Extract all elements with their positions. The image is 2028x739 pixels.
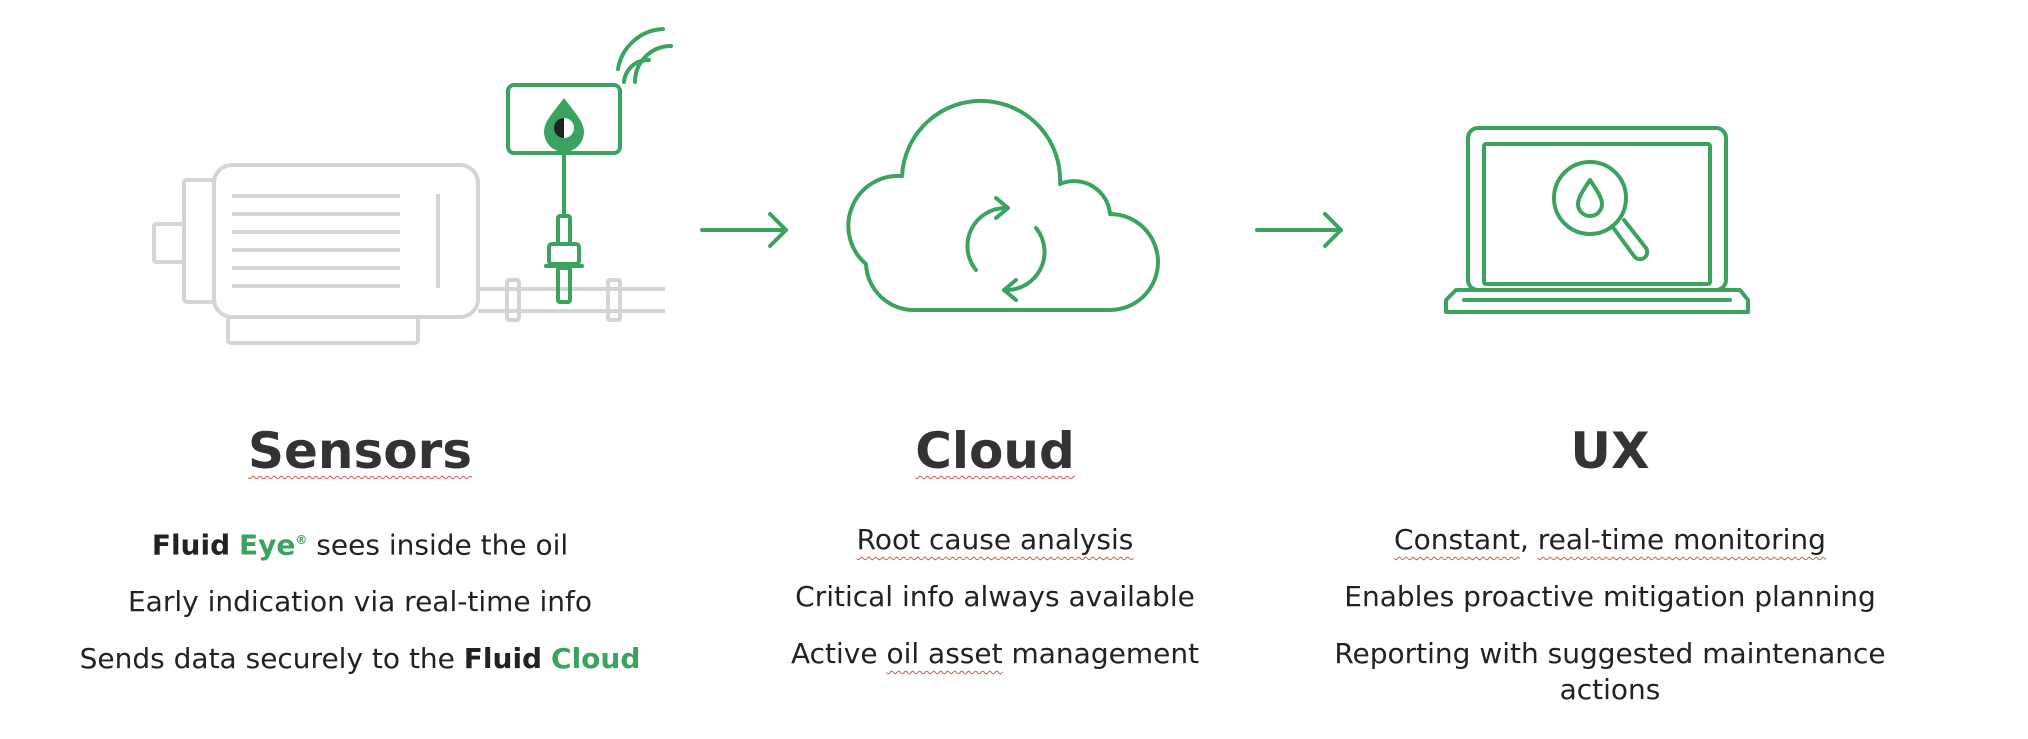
arrow-right-icon	[1255, 212, 1343, 248]
stage-line: Active oil asset management	[790, 637, 1200, 670]
fluid-eye-sensor-icon	[506, 27, 673, 304]
stage-line: Fluid Eye® sees inside the oil	[151, 528, 569, 562]
stage-line: Root cause analysis	[856, 523, 1134, 556]
arrow-right-icon	[700, 212, 788, 248]
laptop-search-icon	[1444, 126, 1750, 314]
cloud-sync-icon	[846, 98, 1160, 313]
stage-line: Enables proactive mitigation planning	[1344, 580, 1876, 613]
stage-title: Cloud	[915, 422, 1075, 480]
stage-title: UX	[1570, 422, 1650, 480]
motor-sensor-icon	[152, 163, 665, 345]
stage-sensors: Sensors Fluid Eye® sees inside the oil E…	[60, 420, 660, 698]
stage-ux: UX Constant, real-time monitoring Enable…	[1310, 420, 1910, 729]
stage-line: Sends data securely to the Fluid Cloud	[79, 642, 641, 676]
stage-line: Constant, real-time monitoring	[1394, 523, 1826, 556]
stage-cloud: Cloud Root cause analysis Critical info …	[695, 420, 1295, 693]
stage-title: Sensors	[247, 422, 473, 480]
stage-line: Reporting with suggested maintenance act…	[1334, 637, 1886, 706]
stage-line: Early indication via real-time info	[127, 585, 593, 619]
oil-drop-icon	[544, 98, 584, 152]
stage-line: Critical info always available	[795, 580, 1195, 613]
